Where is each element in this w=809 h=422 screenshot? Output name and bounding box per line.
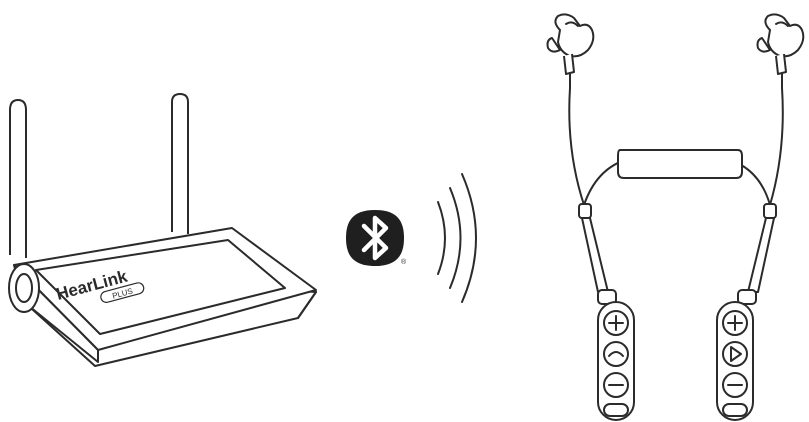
right-control-pod (716, 289, 757, 421)
right-strap (747, 203, 777, 293)
right-antenna (171, 93, 189, 234)
neck-battery-module (617, 149, 743, 179)
left-call-button[interactable] (603, 341, 629, 367)
left-strap (578, 203, 609, 293)
left-earbud (546, 13, 595, 89)
neck-collar (583, 149, 771, 206)
right-play-button[interactable] (722, 341, 748, 367)
left-antenna (9, 99, 27, 258)
bluetooth-badge: ® (346, 210, 407, 266)
left-control-pod (597, 289, 635, 421)
hearlink-transmitter: HearLink PLUS (8, 93, 317, 367)
signal-waves (437, 173, 477, 303)
bluetooth-icon (361, 215, 389, 261)
right-pod-switch[interactable] (722, 403, 748, 417)
right-earbud (756, 13, 805, 89)
transmitter-cylinder-end (8, 263, 40, 313)
left-pod-switch[interactable] (603, 403, 629, 417)
neckband-headphones (546, 13, 805, 421)
brand-sub-badge (100, 282, 145, 303)
registered-mark: ® (401, 258, 407, 266)
transmitter-body (8, 227, 317, 367)
